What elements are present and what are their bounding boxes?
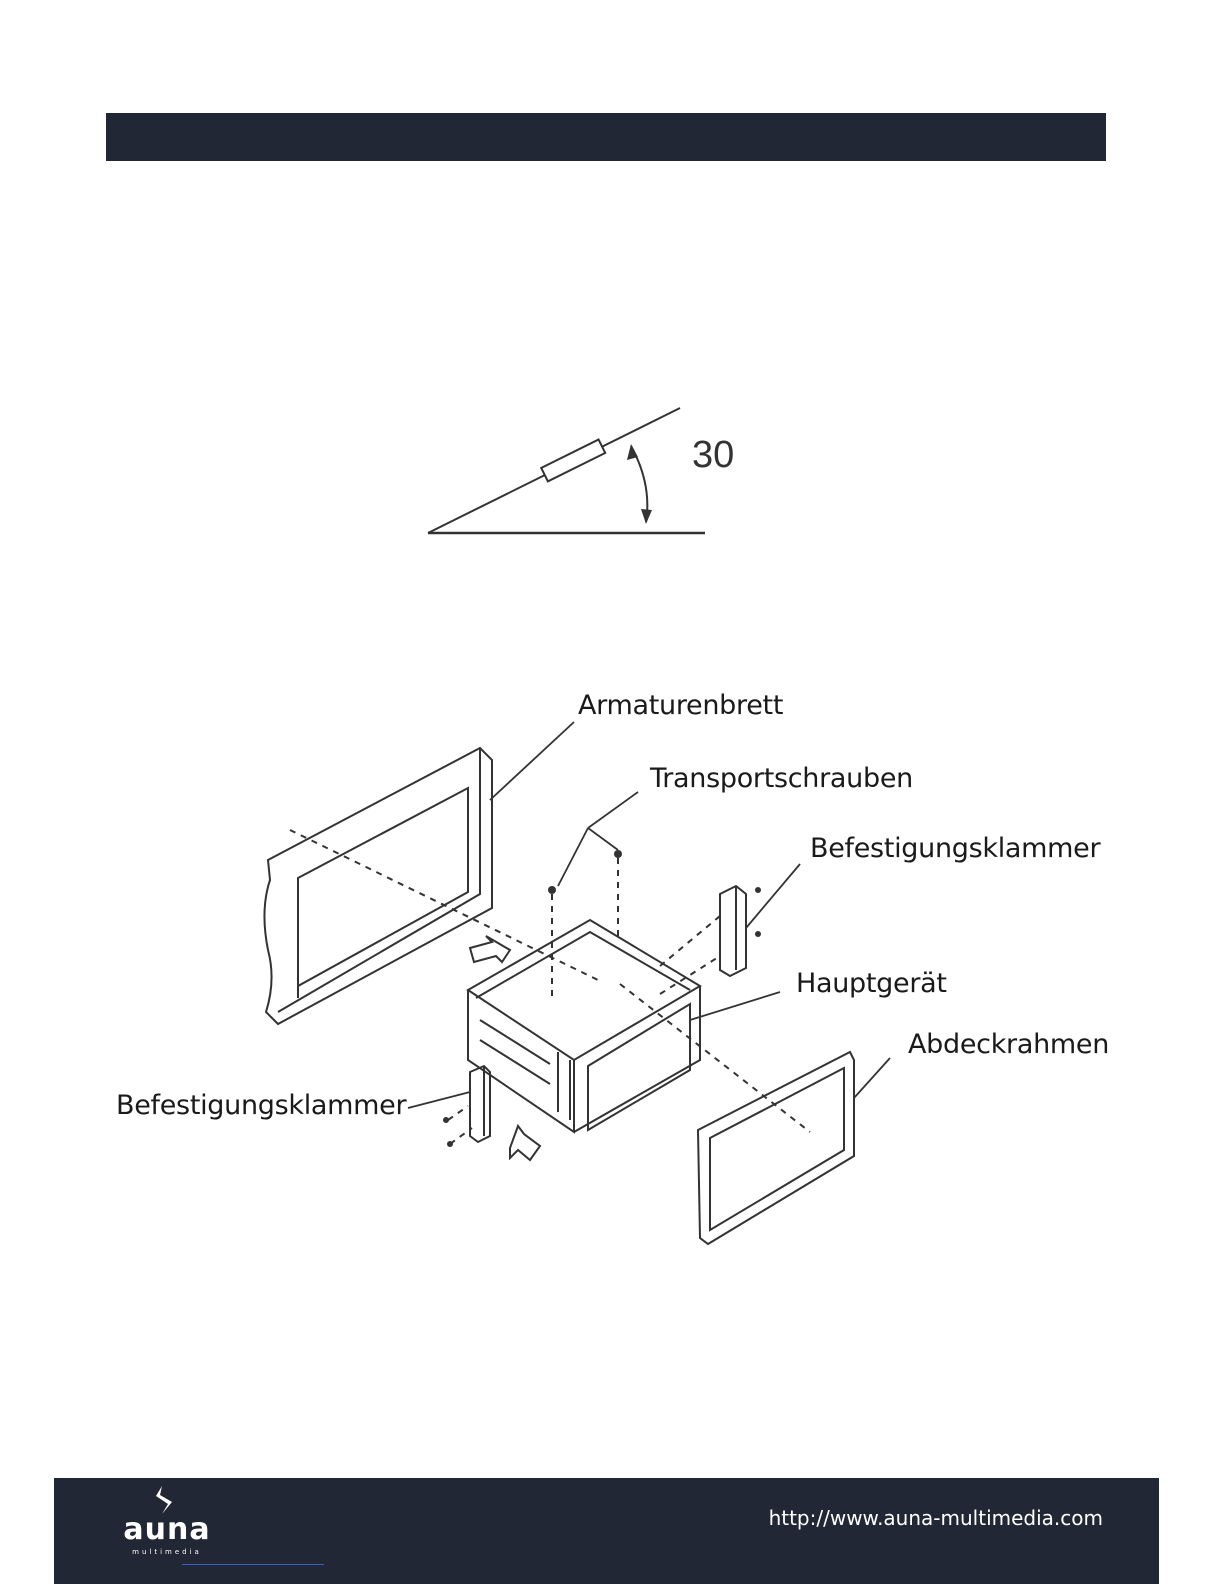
cover-frame [698,1052,854,1244]
callout-main-unit: Hauptgerät [796,968,947,999]
callout-cover-frame: Abdeckrahmen [908,1029,1109,1060]
angle-label: 30 [692,434,734,477]
installation-diagram [100,680,1124,1270]
callout-dashboard: Armaturenbrett [578,690,783,721]
footer: auna multimedia http://www.auna-multimed… [54,1478,1159,1584]
logo-underline [182,1564,324,1565]
callout-transport-screws: Transportschrauben [650,763,913,794]
callout-mounting-bracket-right: Befestigungsklammer [810,833,1100,864]
auna-logo: auna multimedia [112,1484,222,1564]
logo-wordmark: auna [112,1512,222,1547]
logo-tagline: multimedia [112,1548,222,1556]
footer-url[interactable]: http://www.auna-multimedia.com [769,1506,1103,1530]
main-unit [468,920,700,1132]
callout-mounting-bracket-left: Befestigungsklammer [116,1090,406,1121]
bracket-right [720,886,746,976]
header-bar [106,113,1106,161]
dashboard-frame [264,748,492,1024]
bracket-left [470,1066,490,1142]
